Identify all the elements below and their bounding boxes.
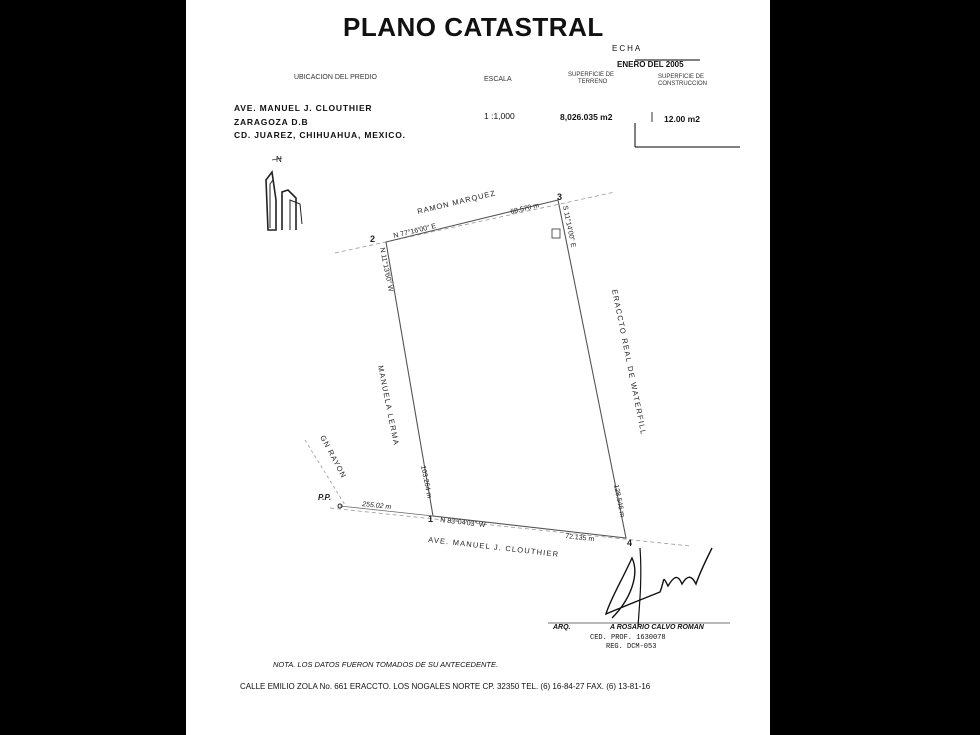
address-line-1: AVE. MANUEL J. CLOUTHIER bbox=[234, 103, 373, 113]
col-escala-header: ESCALA bbox=[484, 76, 512, 83]
col-sup-terreno-header-2: TERRENO bbox=[578, 79, 608, 85]
street-axis-south bbox=[329, 507, 691, 547]
paper-canvas: PLANO CATASTRAL ECHA ENERO DEL 2005 UBIC… bbox=[186, 0, 770, 735]
sup-terreno-value: 8,026.035 m2 bbox=[560, 112, 613, 122]
cadastral-plan-drawing: 2 3 4 1 N 77°16'00" E 68.570 m RAMON MAR… bbox=[265, 59, 740, 627]
pp-label: P.P. bbox=[318, 493, 331, 502]
vertex-1-label: 1 bbox=[428, 514, 433, 524]
distance-south: 72.135 m bbox=[565, 533, 595, 543]
distance-east: 128.546 m bbox=[612, 484, 625, 518]
distance-north: 68.570 m bbox=[510, 202, 540, 216]
fecha-label: ECHA bbox=[612, 44, 643, 53]
signer-name: A ROSARIO CALVO ROMAN bbox=[610, 624, 704, 631]
street-label-sw: GN RAYON bbox=[318, 434, 348, 480]
arq-label: ARQ. bbox=[553, 624, 571, 631]
escala-value: 1 :1,000 bbox=[484, 111, 515, 121]
fecha-value: ENERO DEL 2005 bbox=[617, 60, 684, 69]
footer-address: CALLE EMILIO ZOLA No. 661 ERACCTO. LOS N… bbox=[240, 682, 651, 691]
col-sup-construccion-header-1: SUPERFICIE DE bbox=[658, 74, 705, 80]
pp-line bbox=[339, 505, 434, 517]
address-line-2: ZARAGOZA D.B bbox=[234, 117, 309, 127]
col-sup-construccion-header-2: CONSTRUCCION bbox=[658, 81, 707, 87]
footer-note: NOTA. LOS DATOS FUERON TOMADOS DE SU ANT… bbox=[273, 660, 499, 669]
bearing-west: N 11°13'60" W bbox=[378, 247, 395, 293]
street-label-north: RAMON MARQUEZ bbox=[416, 188, 496, 216]
street-label-east: ERACCTO REAL DE WATERFILL bbox=[610, 289, 648, 437]
col-ubicacion-header: UBICACION DEL PREDIO bbox=[294, 74, 377, 81]
signature-stroke bbox=[637, 547, 642, 627]
vertex-3-label: 3 bbox=[557, 192, 562, 202]
signature-scrawl bbox=[604, 547, 713, 619]
street-label-west: MANUELA LERMA bbox=[376, 365, 401, 447]
signer-registro: REG. DCM-053 bbox=[606, 643, 657, 651]
signer-cedula: CED. PROF. 1630078 bbox=[590, 634, 666, 642]
north-label: N bbox=[276, 155, 282, 164]
street-label-south: AVE. MANUEL J. CLOUTHIER bbox=[428, 535, 560, 559]
north-arrow-icon bbox=[265, 157, 303, 231]
vertex-4-label: 4 bbox=[627, 538, 632, 548]
pp-distance: 255.02 m bbox=[361, 501, 392, 511]
col-sup-terreno-header-1: SUPERFICIE DE bbox=[568, 72, 615, 78]
plan-sheet: PLANO CATASTRAL ECHA ENERO DEL 2005 UBIC… bbox=[186, 0, 770, 735]
property-boundary bbox=[385, 199, 627, 539]
pp-point bbox=[337, 503, 343, 509]
construction-mark bbox=[551, 228, 561, 239]
bearing-north: N 77°16'00" E bbox=[393, 222, 438, 240]
vertex-2-label: 2 bbox=[370, 234, 375, 244]
street-axis-sw bbox=[304, 439, 346, 506]
sup-construccion-value: 12.00 m2 bbox=[664, 114, 700, 124]
page-title: PLANO CATASTRAL bbox=[343, 12, 604, 42]
street-axis-north bbox=[334, 191, 616, 254]
distance-west: 103.264 m bbox=[419, 465, 432, 499]
address-line-3: CD. JUAREZ, CHIHUAHUA, MEXICO. bbox=[234, 130, 406, 140]
bearing-south: N 83°04'03" W bbox=[440, 516, 487, 529]
